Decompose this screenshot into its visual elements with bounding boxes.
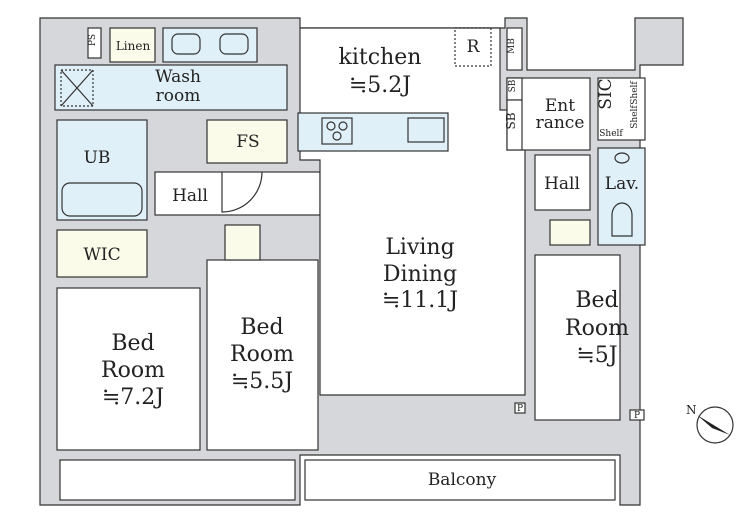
stove-icon (321, 117, 353, 145)
bedroom-1-label: Room (101, 358, 165, 383)
pipe-marker (629, 409, 645, 421)
bedroom-3-label: Bed (575, 288, 618, 313)
fs-storage (206, 119, 288, 164)
sink-icon (219, 33, 249, 55)
unit-bath (56, 119, 148, 221)
kitchen-size: ≒5.2J (349, 73, 411, 98)
closet (224, 224, 261, 261)
shelf-label: Shelf (630, 81, 640, 105)
toilet-icon (611, 202, 633, 237)
kitchen-label: kitchen (339, 45, 422, 70)
balcony-label: Balcony (428, 470, 497, 490)
shoe-box (506, 99, 523, 151)
shelf-label: Shelf (630, 105, 640, 129)
bedroom-2-size: ≒5.5J (231, 369, 293, 394)
ub-label: UB (84, 148, 111, 168)
bedroom-2 (206, 259, 319, 451)
sic-label: SIC (596, 78, 616, 109)
living-size: ≒11.1J (382, 288, 458, 313)
washer-pan-icon (60, 69, 94, 107)
wash-counter (162, 27, 258, 63)
burner-icon (338, 121, 348, 131)
hall-right (534, 154, 591, 211)
living-label: Living (385, 235, 454, 260)
washer-pan-icon (60, 69, 94, 107)
p-label: P (517, 404, 523, 414)
washbasin-icon (614, 152, 630, 164)
living-dining-kitchen (299, 27, 526, 396)
linen-closet (109, 27, 156, 63)
kitchen-sink-icon (407, 117, 445, 143)
meter-box (506, 27, 523, 71)
balcony (304, 459, 616, 501)
sink-icon (171, 33, 201, 55)
bedroom-2-label: Bed (240, 315, 283, 340)
bedroom-2-label: Room (230, 342, 294, 367)
wash-room (54, 64, 288, 111)
sb-label: SB (508, 79, 518, 92)
bathtub-icon (61, 182, 143, 217)
kitchen-counter (297, 112, 449, 152)
entrance-label-2: rance (536, 113, 585, 133)
north-label: N (686, 403, 697, 417)
pipe-marker (514, 402, 526, 414)
burner-icon (326, 121, 336, 131)
north-compass-icon (696, 406, 734, 444)
burner-icon (332, 131, 342, 141)
fridge-space (454, 27, 492, 67)
sb-label: SB (504, 112, 518, 129)
closet (549, 219, 591, 246)
bedroom-1-label: Bed (111, 331, 154, 356)
shoe-in-closet (597, 77, 646, 141)
bedroom-3-size: ≒5J (576, 343, 617, 368)
hall-right-label: Hall (544, 174, 580, 194)
bedroom-3 (534, 254, 621, 421)
fs-label: FS (236, 132, 259, 152)
shelf-label: Shelf (599, 129, 623, 139)
pipe-space (87, 27, 102, 59)
balcony-left (59, 459, 296, 501)
lav-label: Lav. (605, 174, 639, 194)
wic-label: WIC (83, 245, 120, 265)
bedroom-1-size: ≒7.2J (102, 385, 164, 410)
linen-label: Linen (116, 39, 151, 53)
wash-label-2: room (156, 86, 201, 106)
bedroom-3-label: Room (565, 316, 629, 341)
p-label: P (634, 411, 640, 421)
fridge-label: R (467, 37, 481, 57)
dining-label: Dining (383, 262, 457, 287)
wash-label: Wash (155, 67, 201, 87)
walk-in-closet (56, 229, 148, 278)
lavatory (597, 147, 646, 246)
door (221, 171, 263, 213)
ps-label: PS (88, 34, 98, 46)
mb-label: MB (507, 38, 517, 54)
entrance-label: Ent (545, 96, 575, 116)
bedroom-1 (56, 287, 201, 451)
hall-left-label: Hall (172, 186, 208, 206)
hall-left (154, 171, 321, 216)
